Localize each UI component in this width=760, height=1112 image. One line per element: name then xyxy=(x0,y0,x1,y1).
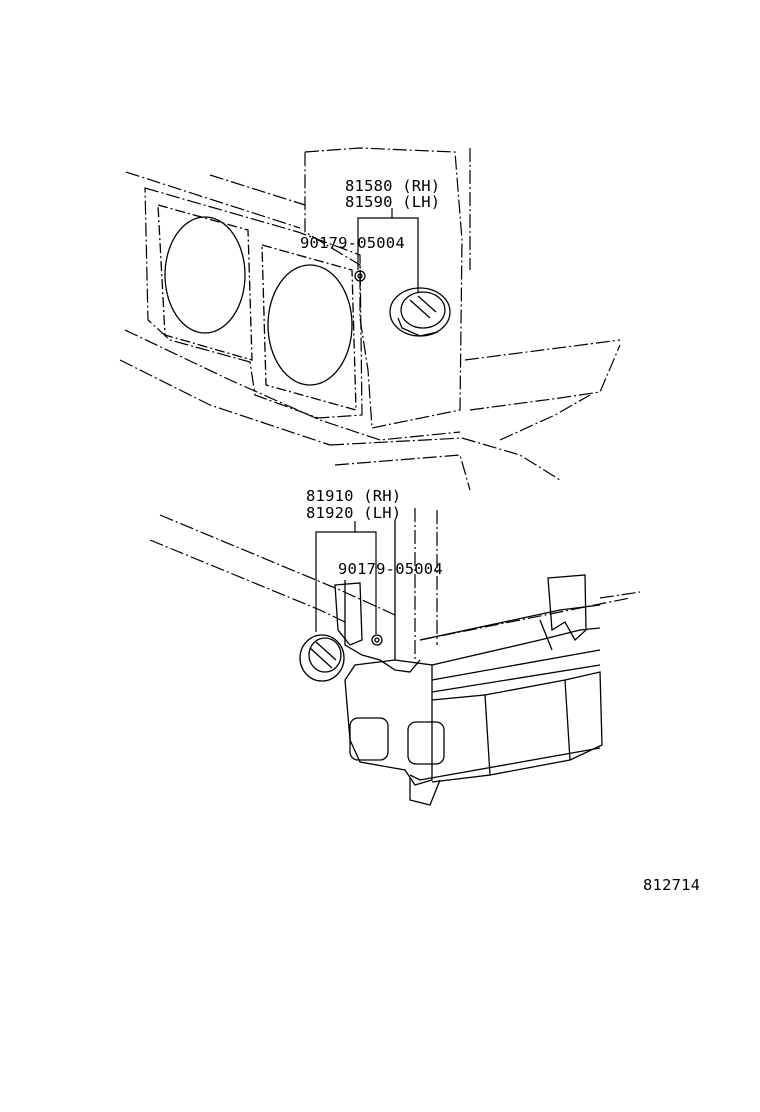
callout-lower-screw: 90179-05004 xyxy=(338,560,443,578)
callout-upper-lh: 81590 (LH) xyxy=(345,193,440,211)
callout-lower-rh: 81910 (RH) xyxy=(306,487,401,505)
screw-lower xyxy=(371,634,383,646)
bumper-frame xyxy=(149,508,641,806)
headlamp-housing xyxy=(125,171,363,419)
leader-upper xyxy=(357,208,419,292)
side-marker-lamp-upper xyxy=(389,287,451,337)
callout-upper-screw: 90179-05004 xyxy=(300,234,405,252)
callout-upper-rh: 81580 (RH) xyxy=(345,177,440,195)
front-fender-corner xyxy=(119,147,621,491)
screw-upper xyxy=(354,270,366,282)
callout-lower-lh: 81920 (LH) xyxy=(306,504,401,522)
side-marker-lamp-lower xyxy=(299,634,345,682)
leader-lower xyxy=(315,521,377,634)
illustration-id: 812714 xyxy=(643,876,700,894)
